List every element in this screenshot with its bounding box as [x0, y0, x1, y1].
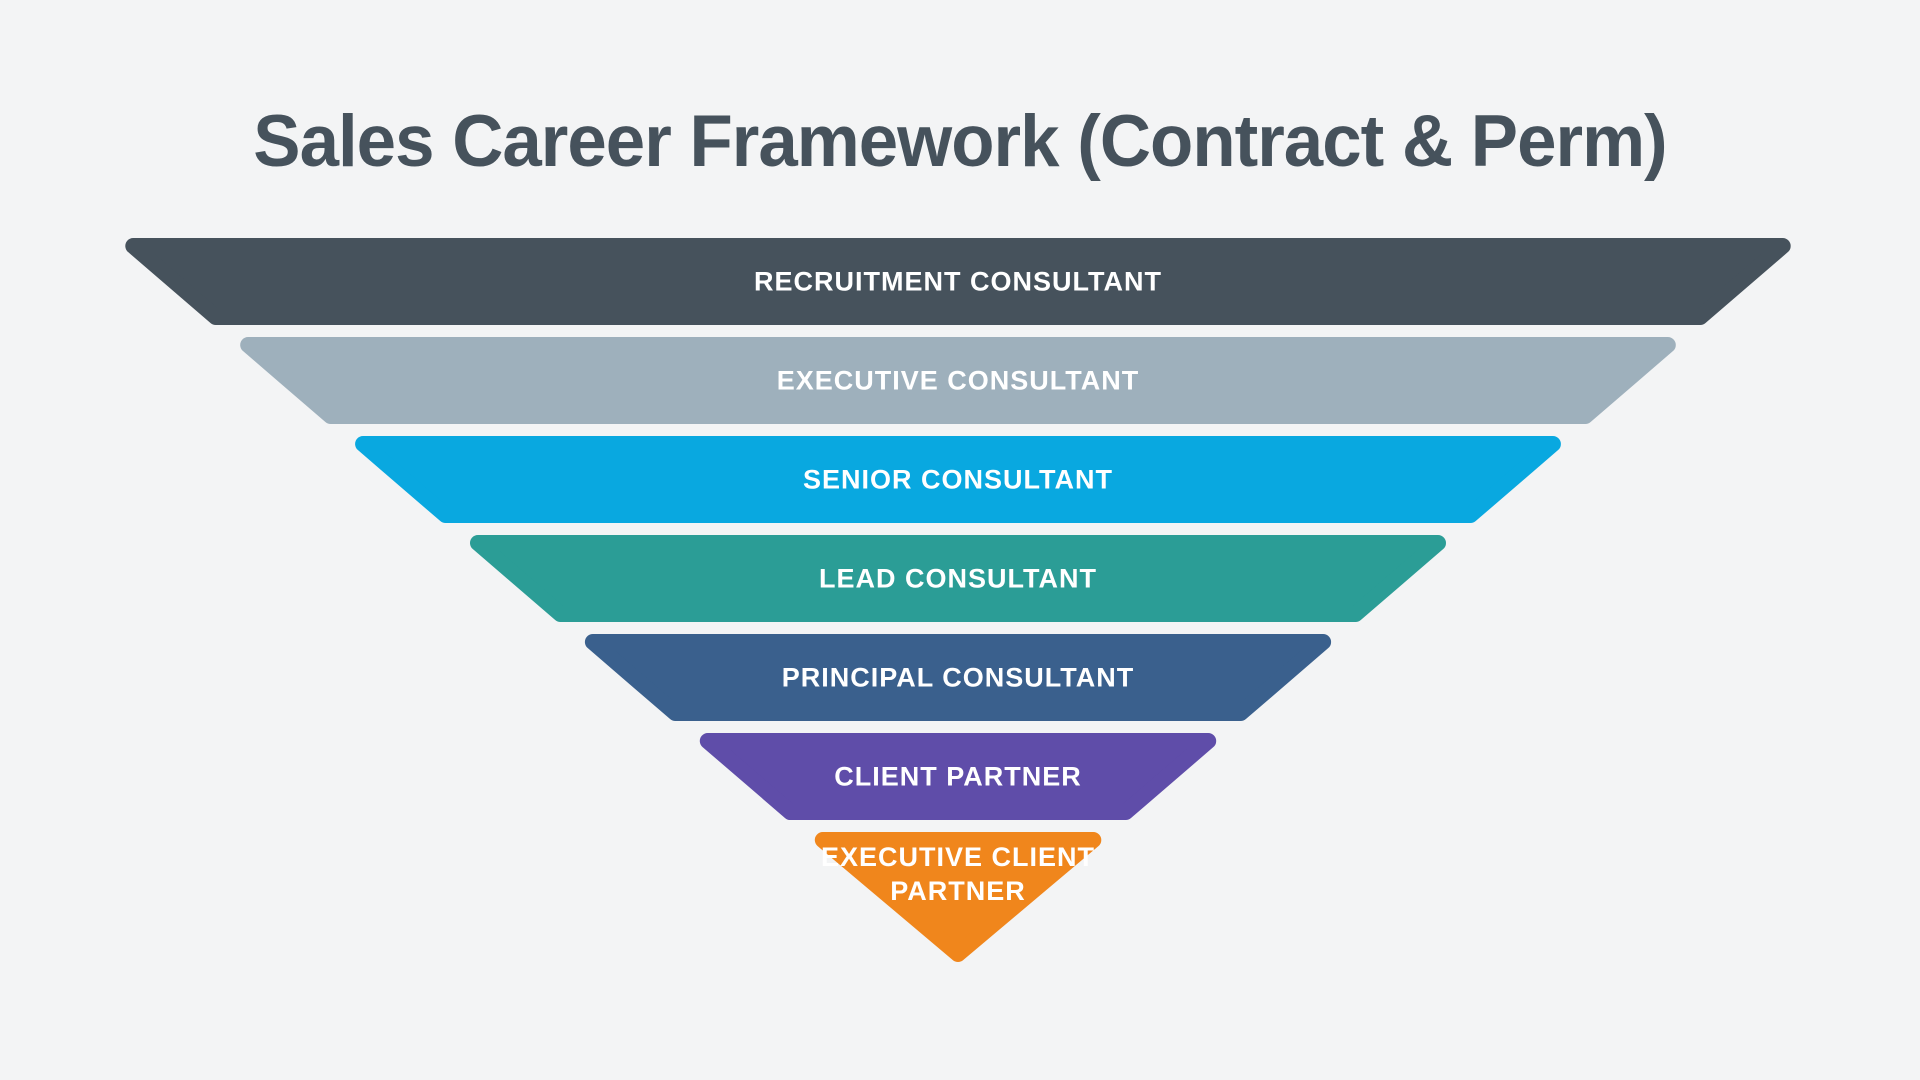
- funnel-level-2-label: EXECUTIVE CONSULTANT: [777, 366, 1140, 396]
- funnel-level-7-shape: [814, 832, 1102, 962]
- funnel-level-7-label-line2: PARTNER: [890, 876, 1026, 906]
- page-title: Sales Career Framework (Contract & Perm): [253, 101, 1667, 182]
- funnel-level-1-shape: [125, 238, 1791, 325]
- funnel-level-4-shape: [470, 535, 1446, 622]
- funnel-level-5-label: PRINCIPAL CONSULTANT: [782, 663, 1135, 693]
- funnel-level-1-label: RECRUITMENT CONSULTANT: [754, 267, 1162, 297]
- funnel-level-5-shape: [584, 634, 1332, 721]
- funnel-level-4-label: LEAD CONSULTANT: [819, 564, 1097, 594]
- funnel-level-2-shape: [240, 337, 1676, 424]
- funnel-level-3-label: SENIOR CONSULTANT: [803, 465, 1113, 495]
- funnel-level-3-shape: [355, 436, 1561, 523]
- funnel-level-6-label: CLIENT PARTNER: [834, 762, 1082, 792]
- funnel-level-6-shape: [699, 733, 1217, 820]
- funnel-level-7-label-line1: EXECUTIVE CLIENT: [821, 842, 1095, 872]
